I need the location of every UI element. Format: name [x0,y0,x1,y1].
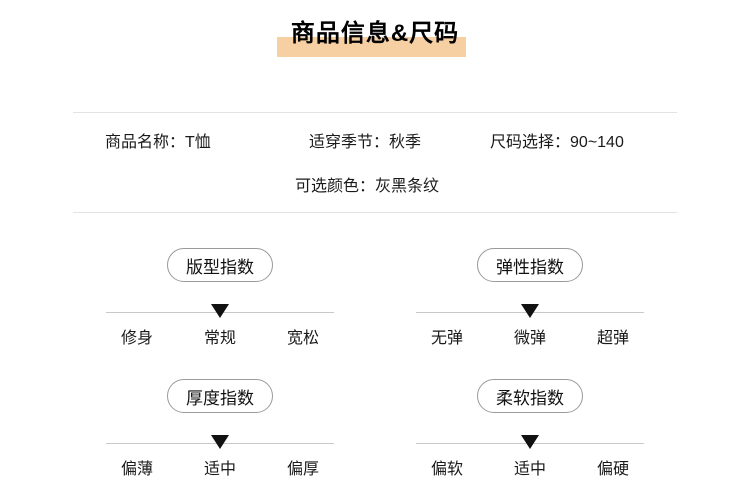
option-label: 适中 [203,461,236,478]
page-title: 商品信息&尺码 [276,20,467,57]
field-value: 90~140 [570,134,624,151]
option-label: 超弹 [596,330,629,347]
option-label: 宽松 [286,330,319,347]
arrow-down-icon [521,435,539,449]
page-title-text: 商品信息&尺码 [290,20,460,47]
indicator-softness-label: 柔软指数 [496,388,564,408]
title-highlight-bar [276,37,467,57]
indicator-softness-pill: 柔软指数 [477,379,583,413]
indicator-thickness-options: 偏薄 适中 偏厚 [121,461,319,479]
field-label: 适穿季节： [309,134,390,151]
page-title-row: 商品信息&尺码 [0,20,750,57]
option-label: 微弹 [513,330,546,347]
field-value: 灰黑条纹 [375,178,440,195]
option-label: 常规 [203,330,236,347]
indicator-elasticity: 弹性指数 无弹 微弹 超弹 [410,248,650,348]
field-value: T恤 [185,134,211,151]
indicator-softness: 柔软指数 偏软 适中 偏硬 [410,379,650,479]
indicator-fit: 版型指数 修身 常规 宽松 [100,248,340,348]
option-label: 偏硬 [596,461,629,478]
indicator-thickness-label: 厚度指数 [186,388,254,408]
arrow-down-icon [521,304,539,318]
field-value: 秋季 [389,134,422,151]
option-label: 修身 [121,330,154,347]
indicator-thickness-pill: 厚度指数 [167,379,273,413]
indicator-thickness-gauge [106,434,334,451]
indicator-softness-options: 偏软 适中 偏硬 [431,461,629,479]
option-label: 无弹 [431,330,464,347]
option-label: 偏厚 [286,461,319,478]
indicator-elasticity-gauge [416,303,644,320]
indicator-fit-gauge [106,303,334,320]
field-color-options: 可选颜色：灰黑条纹 [295,178,439,196]
indicator-elasticity-options: 无弹 微弹 超弹 [431,330,629,348]
arrow-down-icon [211,435,229,449]
field-label: 尺码选择： [490,134,571,151]
indicator-fit-options: 修身 常规 宽松 [121,330,319,348]
product-info-section: 商品名称：T恤 适穿季节：秋季 尺码选择：90~140 可选颜色：灰黑条纹 [73,112,677,213]
option-label: 偏软 [431,461,464,478]
option-label: 适中 [513,461,546,478]
field-season: 适穿季节：秋季 [309,134,421,152]
indicator-elasticity-pill: 弹性指数 [477,248,583,282]
option-label: 偏薄 [121,461,154,478]
field-product-name: 商品名称：T恤 [105,134,211,152]
indicator-softness-gauge [416,434,644,451]
field-label: 可选颜色： [295,178,376,195]
field-size-range: 尺码选择：90~140 [490,134,624,152]
field-label: 商品名称： [105,134,186,151]
indicator-fit-label: 版型指数 [186,257,254,277]
indicator-elasticity-label: 弹性指数 [496,257,564,277]
indicator-thickness: 厚度指数 偏薄 适中 偏厚 [100,379,340,479]
arrow-down-icon [211,304,229,318]
indicator-fit-pill: 版型指数 [167,248,273,282]
